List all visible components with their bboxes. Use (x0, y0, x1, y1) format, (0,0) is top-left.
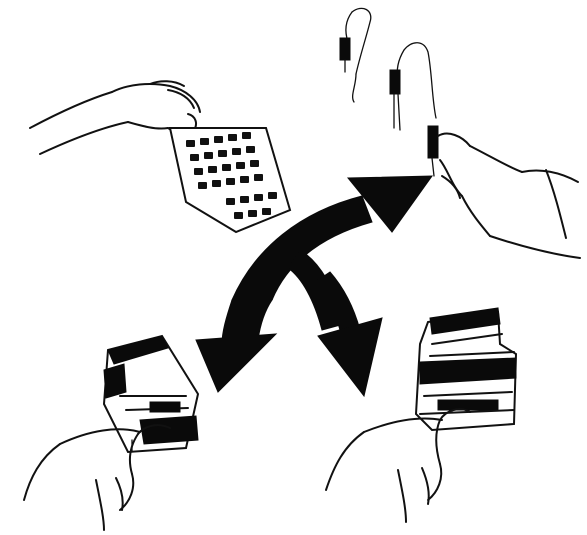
connector-left-panel (24, 336, 198, 530)
connector-block-icon (416, 308, 516, 430)
keypad-panel (30, 81, 290, 232)
probe-lead-icon (390, 43, 436, 130)
arrow-head-down-right-icon (318, 318, 382, 396)
keypad-icon (170, 128, 290, 232)
probe-lead-icon (340, 8, 371, 102)
arrow-head-down-left-icon (196, 334, 276, 392)
connector-pod-icon (104, 336, 198, 452)
probe-panel (340, 8, 580, 258)
